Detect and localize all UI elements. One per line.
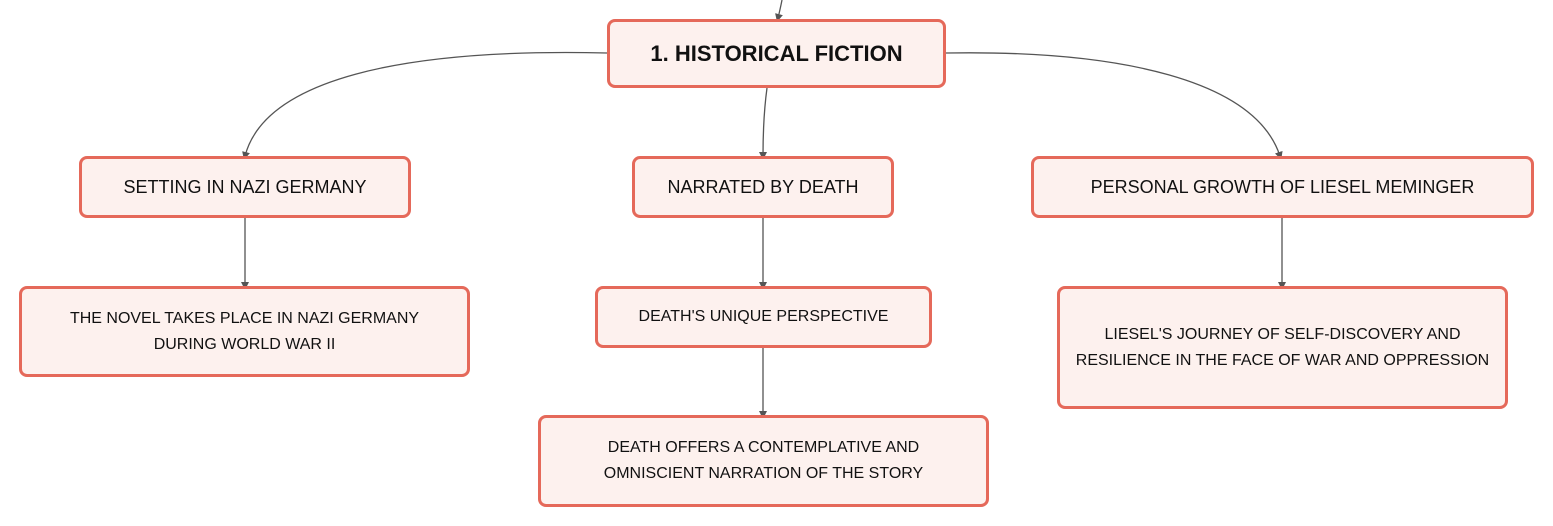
branch-node-label: NARRATED BY DEATH (667, 176, 859, 197)
detail-node-setting[interactable]: THE NOVEL TAKES PLACE IN NAZI GERMANY DU… (19, 286, 470, 377)
branch-node-narrated[interactable]: NARRATED BY DEATH (632, 156, 894, 218)
detail-node-label: LIESEL'S JOURNEY OF SELF-DISCOVERY AND R… (1075, 325, 1490, 369)
branch-node-label: SETTING IN NAZI GERMANY (123, 176, 367, 197)
root-node-label: 1. HISTORICAL FICTION (650, 40, 903, 66)
detail-node-label: THE NOVEL TAKES PLACE IN NAZI GERMANY DU… (69, 309, 420, 353)
detail-node-perspective[interactable]: DEATH'S UNIQUE PERSPECTIVE (595, 286, 932, 348)
branch-node-growth[interactable]: PERSONAL GROWTH OF LIESEL MEMINGER (1031, 156, 1534, 218)
connector-parent-to-root (775, 0, 783, 22)
connector-root-to-setting (242, 51, 608, 160)
connector-root-to-narrated (759, 87, 768, 160)
detail-node-narration[interactable]: DEATH OFFERS A CONTEMPLATIVE AND OMNISCI… (538, 415, 989, 507)
root-node[interactable]: 1. HISTORICAL FICTION (607, 19, 946, 88)
branch-node-setting[interactable]: SETTING IN NAZI GERMANY (79, 156, 411, 218)
branch-node-label: PERSONAL GROWTH OF LIESEL MEMINGER (1090, 176, 1475, 197)
detail-node-label: DEATH'S UNIQUE PERSPECTIVE (638, 308, 889, 325)
connector-root-to-growth (945, 52, 1283, 160)
detail-node-growth[interactable]: LIESEL'S JOURNEY OF SELF-DISCOVERY AND R… (1057, 286, 1508, 409)
detail-node-label: DEATH OFFERS A CONTEMPLATIVE AND OMNISCI… (603, 439, 924, 482)
